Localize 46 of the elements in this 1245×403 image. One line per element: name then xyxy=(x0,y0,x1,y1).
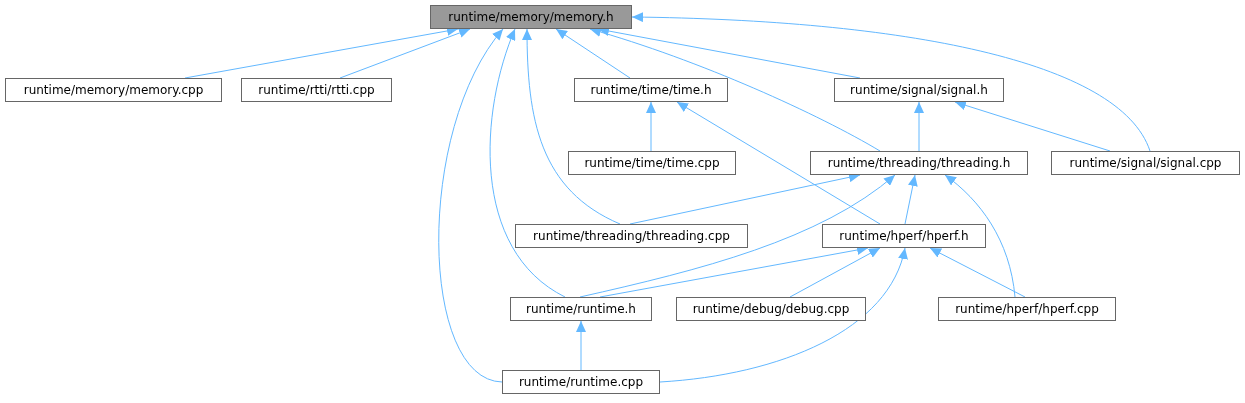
arrow xyxy=(631,12,1151,152)
arrow xyxy=(944,174,1016,298)
file-box xyxy=(515,224,748,248)
file-box xyxy=(938,297,1116,321)
file-box xyxy=(834,78,1004,102)
file-box xyxy=(241,78,392,102)
file-name: runtime/threading/threading.h xyxy=(827,156,1011,170)
arrow xyxy=(954,100,1111,152)
file-box xyxy=(568,151,736,175)
arrow xyxy=(438,28,504,383)
file-name: runtime/signal/signal.h xyxy=(850,83,988,97)
arrow xyxy=(659,247,907,383)
file-name: runtime/debug/debug.cpp xyxy=(692,302,850,316)
arrow xyxy=(589,27,881,152)
arrow xyxy=(646,101,656,152)
file-box xyxy=(510,297,652,321)
file-name: runtime/rtti/rtti.cpp xyxy=(258,83,375,97)
file-box xyxy=(676,297,866,321)
file-box xyxy=(502,370,660,394)
arrow xyxy=(904,174,918,225)
file-box xyxy=(822,224,986,248)
arrow xyxy=(489,28,566,298)
file-box xyxy=(1051,151,1240,175)
file-name: runtime/time/time.cpp xyxy=(584,156,720,170)
file-name: runtime/signal/signal.cpp xyxy=(1069,156,1222,170)
arrow xyxy=(555,28,631,79)
file-box xyxy=(810,151,1028,175)
arrow xyxy=(576,320,586,371)
file-name: runtime/hperf/hperf.h xyxy=(839,229,969,243)
arrow xyxy=(914,101,924,152)
file-box xyxy=(574,78,728,102)
file-name: runtime/time/time.h xyxy=(590,83,712,97)
file-box xyxy=(5,78,222,102)
file-name: runtime/memory/memory.cpp xyxy=(23,83,204,97)
file-name: runtime/runtime.h xyxy=(526,302,636,316)
arrow xyxy=(789,247,881,298)
arrow xyxy=(579,174,896,298)
arrow xyxy=(929,247,1026,298)
file-name: runtime/memory/memory.h xyxy=(448,10,614,24)
arrow xyxy=(339,28,471,79)
file-name: runtime/threading/threading.cpp xyxy=(533,229,730,243)
file-box xyxy=(430,5,632,29)
arrow xyxy=(676,101,881,225)
file-name: runtime/hperf/hperf.cpp xyxy=(955,302,1099,316)
file-name: runtime/runtime.cpp xyxy=(518,375,644,389)
arrow xyxy=(522,28,621,225)
